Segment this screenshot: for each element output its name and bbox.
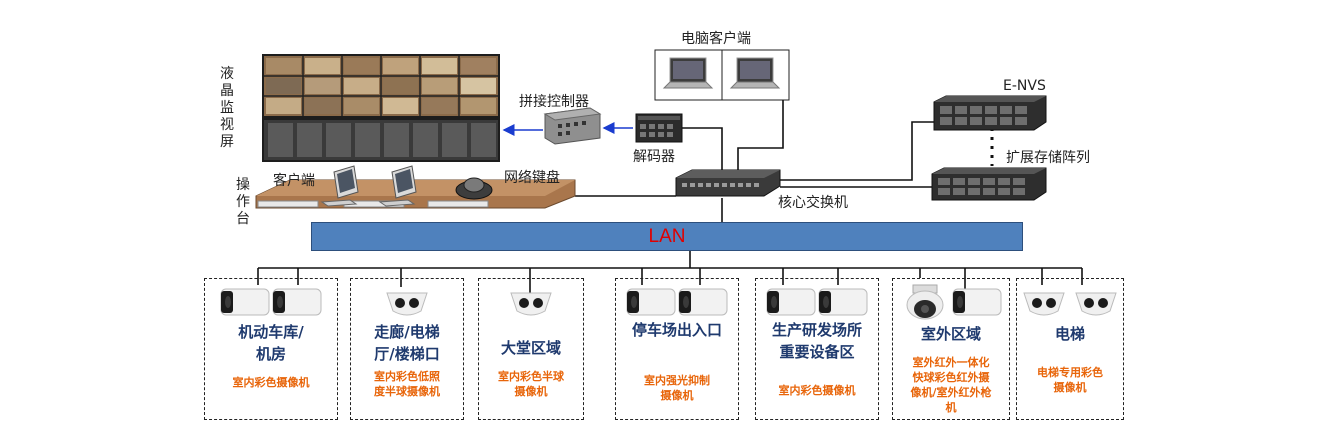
envs-label: E-NVS xyxy=(1003,78,1046,94)
zone-cameras xyxy=(893,283,1009,327)
lcd-video-wall xyxy=(262,54,500,162)
zone-name: 生产研发场所重要设备区 xyxy=(756,319,878,363)
camera-zone: 室外区域室外红外一体化快球彩色红外摄像机/室外红外枪机 xyxy=(892,278,1010,420)
zone-description-line: 摄像机 xyxy=(660,389,694,402)
zone-name: 停车场出入口 xyxy=(616,319,738,341)
core-switch-device xyxy=(675,169,781,197)
camera-zone: 停车场出入口室内强光抑制摄像机 xyxy=(615,278,739,420)
zone-description-line: 电梯专用彩色 xyxy=(1037,366,1103,379)
zone-description-line: 室外红外一体化 xyxy=(912,356,990,369)
zone-cameras xyxy=(479,283,583,327)
turret-camera-icon xyxy=(1023,292,1065,316)
bullet-camera-icon xyxy=(272,288,322,316)
zone-name-line: 停车场出入口 xyxy=(631,321,722,339)
zone-name-line: 重要设备区 xyxy=(779,343,855,361)
bullet-camera-icon xyxy=(766,288,816,316)
camera-zone: 走廊/电梯厅/楼梯口室内彩色低照度半球摄像机 xyxy=(350,278,464,420)
zone-description: 室内强光抑制摄像机 xyxy=(618,373,736,403)
console-desk xyxy=(255,165,576,209)
zone-name-line: 走廊/电梯 xyxy=(374,323,440,341)
zone-description: 室外红外一体化快球彩色红外摄像机/室外红外枪机 xyxy=(895,355,1007,415)
zone-description-line: 像机/室外红外枪 xyxy=(910,386,992,399)
bullet-camera-icon xyxy=(952,288,1002,316)
expand-storage-label: 扩展存储阵列 xyxy=(1006,150,1090,166)
zone-description-line: 机 xyxy=(945,401,957,414)
turret-camera-icon xyxy=(1075,292,1117,316)
zone-description-line: 室内彩色半球 xyxy=(498,370,564,383)
zone-description-line: 摄像机 xyxy=(1053,381,1087,394)
lan-bus: LAN xyxy=(311,222,1023,251)
zone-name-line: 电梯 xyxy=(1054,325,1085,343)
decoder-device xyxy=(635,113,683,143)
client-label: 客户端 xyxy=(273,173,315,189)
zone-name-line: 室外区域 xyxy=(920,325,981,343)
zone-name-line: 大堂区域 xyxy=(500,339,561,357)
zone-cameras xyxy=(351,283,463,327)
pc-client-label: 电脑客户端 xyxy=(681,31,751,47)
network-keyboard-label: 网络键盘 xyxy=(504,170,560,186)
zone-description-line: 度半球摄像机 xyxy=(374,385,440,398)
camera-zone: 生产研发场所重要设备区室内彩色摄像机 xyxy=(755,278,879,420)
zone-description-line: 室内强光抑制 xyxy=(644,374,710,387)
turret-camera-icon xyxy=(510,292,552,316)
camera-zone: 大堂区域室内彩色半球摄像机 xyxy=(478,278,584,420)
bullet-camera-icon xyxy=(220,288,270,316)
zone-description: 室内彩色摄像机 xyxy=(758,383,876,398)
camera-zone: 机动车库/机房室内彩色摄像机 xyxy=(204,278,338,420)
expand-storage-device xyxy=(931,167,1047,201)
zone-name: 走廊/电梯厅/楼梯口 xyxy=(351,321,463,365)
splice-controller-device xyxy=(543,107,602,145)
zone-name: 机动车库/机房 xyxy=(205,321,337,365)
core-switch-label: 核心交换机 xyxy=(778,195,848,211)
zone-cameras xyxy=(1017,283,1123,327)
zone-name-line: 机动车库/ xyxy=(238,323,304,341)
lan-label: LAN xyxy=(648,226,686,247)
ptz-camera-icon xyxy=(906,284,944,320)
zone-cameras xyxy=(756,283,878,327)
zone-name-line: 厅/楼梯口 xyxy=(374,345,440,363)
zone-description: 室内彩色摄像机 xyxy=(207,375,335,390)
zone-description-line: 快球彩色红外摄 xyxy=(912,371,990,384)
bullet-camera-icon xyxy=(818,288,868,316)
zone-name: 电梯 xyxy=(1017,323,1123,345)
zone-name: 大堂区域 xyxy=(479,337,583,359)
zone-description-line: 室内彩色低照 xyxy=(374,370,440,383)
decoder-label: 解码器 xyxy=(633,149,675,165)
zone-cameras xyxy=(205,283,337,327)
bullet-camera-icon xyxy=(626,288,676,316)
pc-client-monitors xyxy=(654,49,790,101)
lcd-wall-label: 液晶监视屏 xyxy=(220,66,234,150)
envs-server-device xyxy=(933,95,1047,131)
zone-description: 室内彩色半球摄像机 xyxy=(481,369,581,399)
bullet-camera-icon xyxy=(678,288,728,316)
zone-description-line: 摄像机 xyxy=(514,385,548,398)
zone-name: 室外区域 xyxy=(893,323,1009,345)
zone-cameras xyxy=(616,283,738,327)
camera-zone: 电梯电梯专用彩色摄像机 xyxy=(1016,278,1124,420)
turret-camera-icon xyxy=(386,292,428,316)
zone-description: 室内彩色低照度半球摄像机 xyxy=(353,369,461,399)
zone-description-line: 室内彩色摄像机 xyxy=(778,384,856,397)
zone-description: 电梯专用彩色摄像机 xyxy=(1019,365,1121,395)
zone-name-line: 生产研发场所 xyxy=(771,321,862,339)
zone-description-line: 室内彩色摄像机 xyxy=(232,376,310,389)
console-label: 操作台 xyxy=(236,177,250,227)
zone-name-line: 机房 xyxy=(255,345,286,363)
splice-controller-label: 拼接控制器 xyxy=(519,94,589,110)
